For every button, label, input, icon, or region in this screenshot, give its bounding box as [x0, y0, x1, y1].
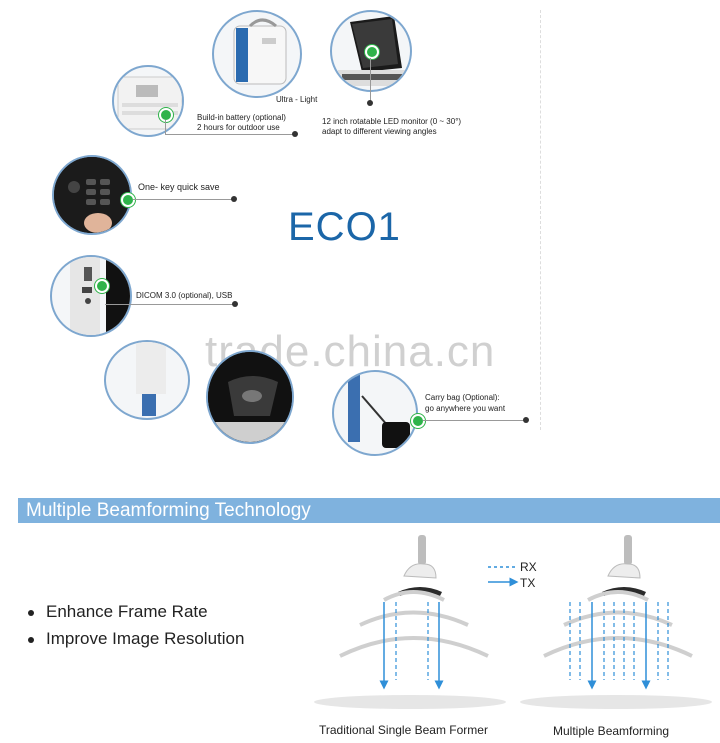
ultrasound-image-icon [208, 352, 292, 442]
tissue-base-right [520, 695, 712, 709]
wave-right-2 [563, 610, 673, 627]
battery-caption-2: 2 hours for outdoor use [197, 123, 280, 132]
device-circle [212, 10, 302, 98]
carry-leader [423, 420, 527, 421]
tissue-base-left [314, 695, 506, 709]
keypad-circle [52, 155, 132, 235]
led-monitor-icon [338, 16, 408, 86]
battery-leader-h [165, 134, 295, 135]
keypad-dot [121, 193, 135, 207]
section-banner: Multiple Beamforming Technology [18, 498, 720, 523]
quick-save-caption: One- key quick save [138, 182, 220, 192]
battery-caption-1: Build-in battery (optional) [197, 113, 286, 122]
battery-dot [159, 108, 173, 122]
keypad-end-dot [231, 196, 237, 202]
wave-right-1 [587, 590, 649, 602]
monitor-dot [365, 45, 379, 59]
section-title: Multiple Beamforming Technology [26, 500, 311, 521]
bullet-dot-icon [28, 636, 34, 643]
monitor-leader [370, 58, 371, 102]
monitor-end-dot [367, 100, 373, 106]
portable-ultrasound-icon [233, 18, 287, 85]
usb-port-icon [70, 257, 130, 335]
monitor-caption-2: adapt to different viewing angles [322, 127, 437, 136]
ports-leader [105, 304, 235, 305]
feature-bullets: Enhance Frame Rate Improve Image Resolut… [28, 598, 244, 652]
tx-legend-label: TX [520, 576, 536, 590]
ports-end-dot [232, 301, 238, 307]
bullet-item: Enhance Frame Rate [28, 598, 244, 625]
carry-end-dot [523, 417, 529, 423]
wave-right-3 [543, 636, 693, 658]
beamforming-diagram [314, 535, 712, 709]
rx-beams-right [569, 602, 669, 680]
carry-caption-1: Carry bag (Optional): [425, 393, 500, 402]
bullet-dot-icon [28, 609, 34, 616]
ultra-light-label: Ultra - Light [276, 95, 318, 104]
dicom-caption: DICOM 3.0 (optional), USB [136, 291, 233, 300]
caption-single-beam: Traditional Single Beam Former [319, 723, 488, 737]
carry-caption-2: go anywhere you want [425, 404, 506, 413]
monitor-caption-1: 12 inch rotatable LED monitor (0 ~ 30°) [322, 117, 462, 126]
carry-bag-icon [348, 372, 410, 448]
wave-left-3 [339, 636, 489, 658]
battery-circle [112, 65, 184, 137]
operator-circle [104, 340, 190, 420]
brand-name: ECO1 [288, 205, 401, 249]
probe-right-icon [602, 535, 646, 596]
battery-leader-v [165, 120, 166, 134]
keypad-icon [54, 157, 130, 233]
probe-left-icon [398, 535, 442, 596]
scan-image-circle [206, 350, 294, 444]
wave-left-2 [359, 610, 469, 627]
bullet-item: Improve Image Resolution [28, 625, 244, 652]
carry-bag-circle [332, 370, 418, 456]
caption-multi-beam: Multiple Beamforming [553, 724, 670, 738]
keypad-leader [133, 199, 233, 200]
ports-dot [95, 279, 109, 293]
carry-dot [411, 414, 425, 428]
ports-circle [50, 255, 132, 337]
battery-end-dot [292, 131, 298, 137]
battery-icon [117, 76, 182, 130]
divider-dashed [540, 10, 542, 430]
operator-icon [136, 342, 166, 416]
wave-left-1 [383, 590, 445, 602]
rx-legend-label: RX [520, 560, 537, 574]
